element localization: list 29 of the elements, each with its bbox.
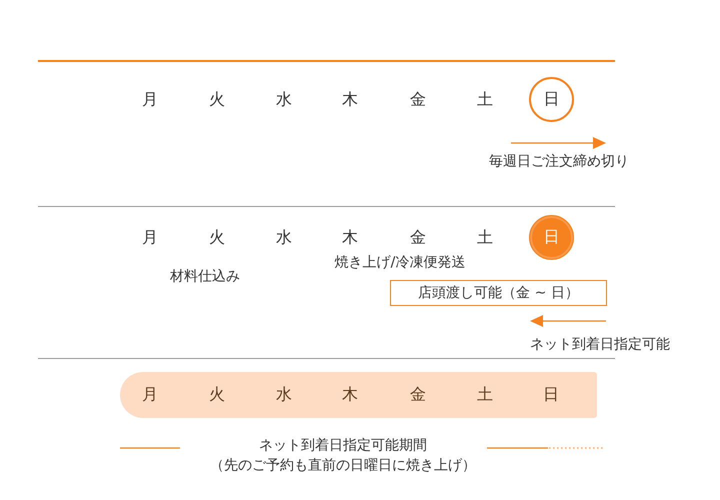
weekday-label: 火 xyxy=(209,89,225,109)
weekday-label: 水 xyxy=(276,89,292,109)
weekday-label: 水 xyxy=(276,384,292,406)
weekday-label: 日 xyxy=(543,384,559,406)
weekday-label: 金 xyxy=(410,89,426,109)
weekday-label: 月 xyxy=(142,384,158,406)
weekday-label: 月 xyxy=(142,227,158,247)
baking-shipping-note: 焼き上げ/冷凍便発送 xyxy=(334,254,466,272)
period-remark: （先のご予約も直前の日曜日に焼き上げ） xyxy=(210,458,476,474)
weekday-label: 土 xyxy=(477,384,493,406)
day-marker-disc: 日 xyxy=(529,215,574,260)
weekday-label: 火 xyxy=(209,384,225,406)
week-band xyxy=(120,372,597,418)
weekday-label: 水 xyxy=(276,227,292,247)
weekday-label: 土 xyxy=(477,227,493,247)
weekday-label: 木 xyxy=(342,227,358,247)
delivery-date-note: ネット到着日指定可能 xyxy=(530,336,670,354)
weekday-label: 火 xyxy=(209,227,225,247)
day-marker-circle: 日 xyxy=(529,77,574,122)
weekday-label: 木 xyxy=(342,89,358,109)
weekday-label: 金 xyxy=(410,384,426,406)
weekday-label: 土 xyxy=(477,89,493,109)
period-caption: ネット到着日指定可能期間 xyxy=(259,438,427,454)
preparation-note: 材料仕込み xyxy=(170,268,240,286)
deadline-note: 毎週日ご注文締め切り xyxy=(489,154,629,170)
pickup-note-box: 店頭渡し可能（金 ~ 日） xyxy=(390,280,607,306)
weekday-label: 月 xyxy=(142,89,158,109)
weekday-label: 金 xyxy=(410,227,426,247)
weekday-label: 木 xyxy=(342,384,358,406)
